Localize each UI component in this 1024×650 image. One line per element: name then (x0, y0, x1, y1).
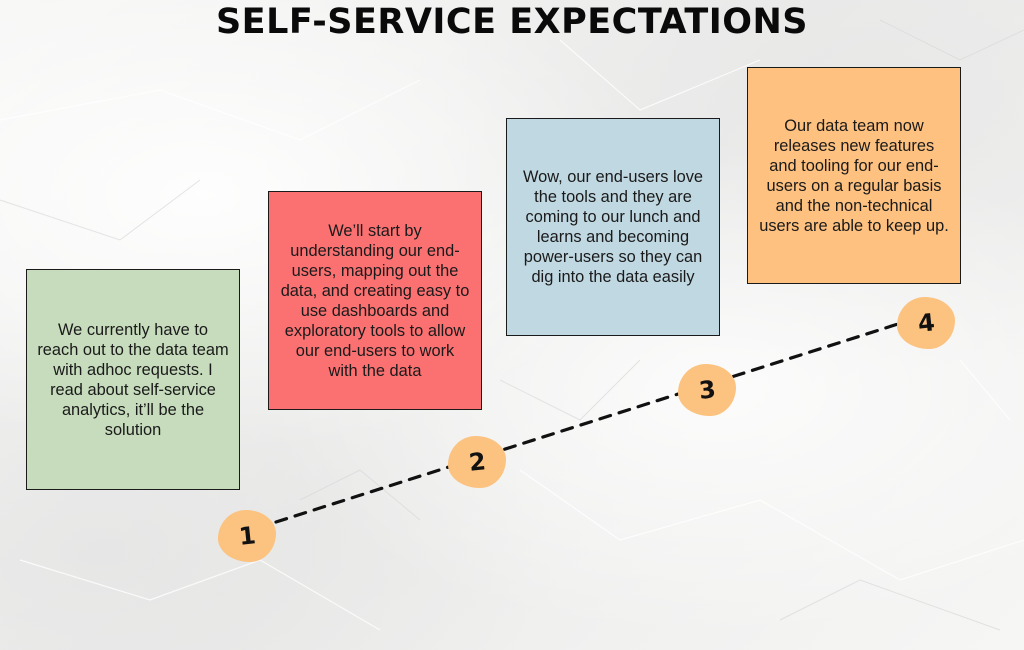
timeline-dashed-line (274, 322, 900, 524)
step-3-text: Wow, our end-users love the tools and th… (522, 168, 704, 286)
step-1-number: 1 (237, 521, 257, 551)
step-4-number: 4 (916, 308, 936, 338)
step-3-number: 3 (697, 375, 717, 405)
step-3-card: Wow, our end-users love the tools and th… (506, 118, 720, 336)
step-2-badge: 2 (448, 436, 506, 488)
step-4-text: Our data team now releases new features … (759, 116, 949, 235)
step-2-number: 2 (467, 447, 487, 477)
step-4-badge: 4 (897, 297, 955, 349)
step-2-card: We’ll start by understanding our end-use… (268, 191, 482, 410)
step-2-text: We’ll start by understanding our end-use… (280, 221, 470, 380)
step-3-badge: 3 (678, 364, 736, 416)
step-4-card: Our data team now releases new features … (747, 67, 961, 284)
step-1-badge: 1 (218, 510, 276, 562)
step-1-card: We currently have to reach out to the da… (26, 269, 240, 490)
step-1-text: We currently have to reach out to the da… (37, 320, 229, 439)
page-title: SELF-SERVICE EXPECTATIONS (215, 2, 809, 42)
